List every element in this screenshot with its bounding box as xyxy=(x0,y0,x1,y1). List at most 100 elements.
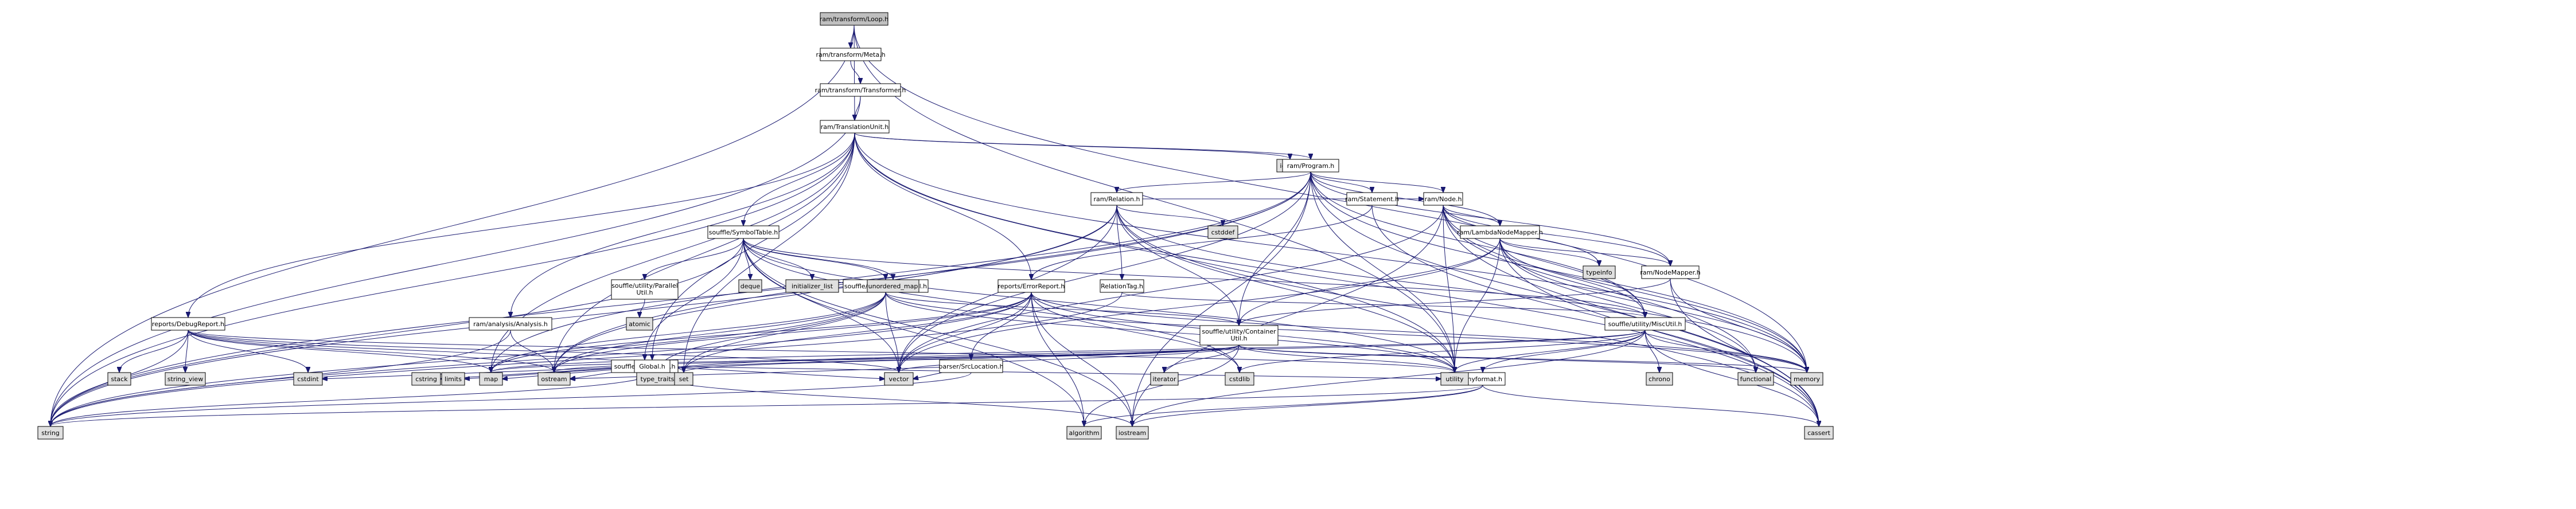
edge-tu-to-debugreport xyxy=(188,132,855,317)
node-meta-box xyxy=(820,48,882,61)
edge-tu-to-cassert xyxy=(854,132,1819,426)
node-relation[interactable]: ram/Relation.h xyxy=(1090,192,1143,206)
node-iterator: iterator xyxy=(1150,372,1179,386)
node-type_traits-label: type_traits xyxy=(641,375,675,383)
node-lambdamapper[interactable]: ram/LambdaNodeMapper.h xyxy=(1457,225,1543,239)
node-statement-label: ram/Statement.h xyxy=(1345,195,1399,203)
edge-reltag-to-miscutil xyxy=(1121,292,1645,317)
edge-errorreport-to-srcloc xyxy=(971,292,1032,359)
node-program[interactable]: ram/Program.h xyxy=(1282,159,1339,173)
edge-streamutil-to-string xyxy=(50,292,886,426)
edge-program-to-vector xyxy=(899,171,1311,372)
node-cassert-label: cassert xyxy=(1807,429,1831,437)
edge-debugreport-to-set xyxy=(188,330,684,372)
edge-tu-to-global xyxy=(652,132,855,359)
node-atomic: atomic xyxy=(626,317,653,331)
node-statement[interactable]: ram/Statement.h xyxy=(1345,192,1399,206)
edge-container-to-ostream xyxy=(554,344,1240,372)
node-cstddef-label: cstddef xyxy=(1211,229,1236,236)
node-utility-label: utility xyxy=(1445,375,1464,383)
edge-lambdamapper-to-utility xyxy=(1455,238,1501,372)
edge-symboltable-to-initlist xyxy=(743,238,812,279)
node-map: map xyxy=(479,372,503,386)
node-algorithm-label: algorithm xyxy=(1069,429,1099,437)
edge-miscutil-to-tinyformat xyxy=(1483,330,1646,372)
edge-lambdamapper-to-container xyxy=(1239,238,1501,325)
node-cstddef: cstddef xyxy=(1207,225,1238,239)
edge-transformer-to-string xyxy=(50,96,861,426)
node-vector: vector xyxy=(884,372,914,386)
node-program-box xyxy=(1282,159,1339,173)
node-unorderedmap-label: unordered_map xyxy=(868,283,918,290)
node-node-label: ram/Node.h xyxy=(1425,195,1462,203)
edge-errorreport-to-map xyxy=(491,292,1032,372)
node-transformer[interactable]: ram/transform/Transformer.h xyxy=(815,83,906,97)
edge-symboltable-to-vector xyxy=(743,238,899,372)
edge-tu-to-set xyxy=(684,132,855,372)
node-cassert: cassert xyxy=(1804,426,1834,440)
edge-container-to-functional xyxy=(1238,344,1756,372)
edge-program-to-map xyxy=(491,171,1311,372)
node-node[interactable]: ram/Node.h xyxy=(1423,192,1463,206)
edge-errorreport-to-iostream xyxy=(1031,292,1132,426)
edge-tu-to-errorreport xyxy=(854,132,1031,279)
node-parallelutil-box xyxy=(611,279,679,300)
node-container-box xyxy=(1199,325,1279,346)
node-algorithm-box xyxy=(1066,426,1102,440)
edge-errorreport-to-memory xyxy=(1031,292,1807,372)
node-program-label: ram/Program.h xyxy=(1287,162,1335,170)
node-errorreport-box xyxy=(997,279,1065,293)
node-algorithm: algorithm xyxy=(1066,426,1102,440)
node-nodemapper-box xyxy=(1641,265,1700,279)
node-stack-label: stack xyxy=(111,375,128,383)
node-container-label: souffle/utility/Container xyxy=(1202,328,1276,335)
edge-global-to-vector xyxy=(652,366,884,379)
edge-miscutil-to-memory xyxy=(1644,330,1807,372)
edge-container-to-algorithm xyxy=(1084,344,1240,426)
edge-tu-to-ostream xyxy=(554,132,855,372)
node-typeinfo-label: typeinfo xyxy=(1586,269,1612,276)
node-ostream-box xyxy=(537,372,571,386)
edge-nodemapper-to-memory xyxy=(1670,278,1807,372)
edge-node-to-iostream xyxy=(1132,205,1444,426)
node-chrono-label: chrono xyxy=(1649,375,1670,383)
node-srcloc[interactable]: parser/SrcLocation.h xyxy=(938,359,1004,373)
edge-srcloc-to-string xyxy=(50,372,972,426)
edge-miscutil-to-cassert xyxy=(1644,330,1819,426)
node-nodemapper-label: ram/NodeMapper.h xyxy=(1640,269,1700,276)
node-reltag[interactable]: RelationTag.h xyxy=(1100,279,1144,293)
edge-container-to-vector xyxy=(899,344,1240,372)
node-nodemapper[interactable]: ram/NodeMapper.h xyxy=(1640,265,1701,279)
edge-nodemapper-to-container xyxy=(1239,278,1671,325)
node-map-box xyxy=(479,372,503,386)
edge-tu-to-map xyxy=(491,132,855,372)
node-parallelutil-label: souffle/utility/Parallel xyxy=(611,282,678,289)
node-errorreport[interactable]: reports/ErrorReport.h xyxy=(997,279,1065,293)
node-vector-label: vector xyxy=(889,375,909,383)
node-analysis[interactable]: ram/analysis/Analysis.h xyxy=(469,317,552,331)
edge-tinyformat-to-cassert xyxy=(1482,385,1819,426)
node-global[interactable]: Global.h xyxy=(634,359,671,373)
edge-relation-to-reltag xyxy=(1116,205,1122,279)
node-analysis-label: ram/analysis/Analysis.h xyxy=(473,320,548,328)
node-miscutil[interactable]: souffle/utility/MiscUtil.h xyxy=(1604,317,1686,331)
edge-analysis-to-string xyxy=(50,330,511,426)
edge-relation-to-memory xyxy=(1116,205,1807,372)
edge-statement-to-cassert xyxy=(1371,205,1819,426)
node-meta[interactable]: ram/transform/Meta.h xyxy=(816,48,886,61)
node-symboltable[interactable]: souffle/SymbolTable.h xyxy=(707,225,780,239)
node-loop[interactable]: ram/transform/Loop.h xyxy=(820,12,888,26)
node-cstring: cstring xyxy=(411,372,441,386)
nodes-layer: ram/transform/Loop.h ram/transform/Meta.h… xyxy=(37,12,1834,440)
edge-miscutil-to-cstdlib xyxy=(1240,330,1646,372)
node-miscutil-label: souffle/utility/MiscUtil.h xyxy=(1608,320,1682,328)
node-tu[interactable]: ram/TranslationUnit.h xyxy=(820,120,890,134)
node-transformer-label: ram/transform/Transformer.h xyxy=(815,87,906,94)
node-atomic-label: atomic xyxy=(629,320,650,328)
node-debugreport[interactable]: reports/DebugReport.h xyxy=(151,317,225,331)
node-stack-box xyxy=(107,372,131,386)
edge-symboltable-to-iostream xyxy=(743,238,1132,426)
node-relation-box xyxy=(1090,192,1143,206)
